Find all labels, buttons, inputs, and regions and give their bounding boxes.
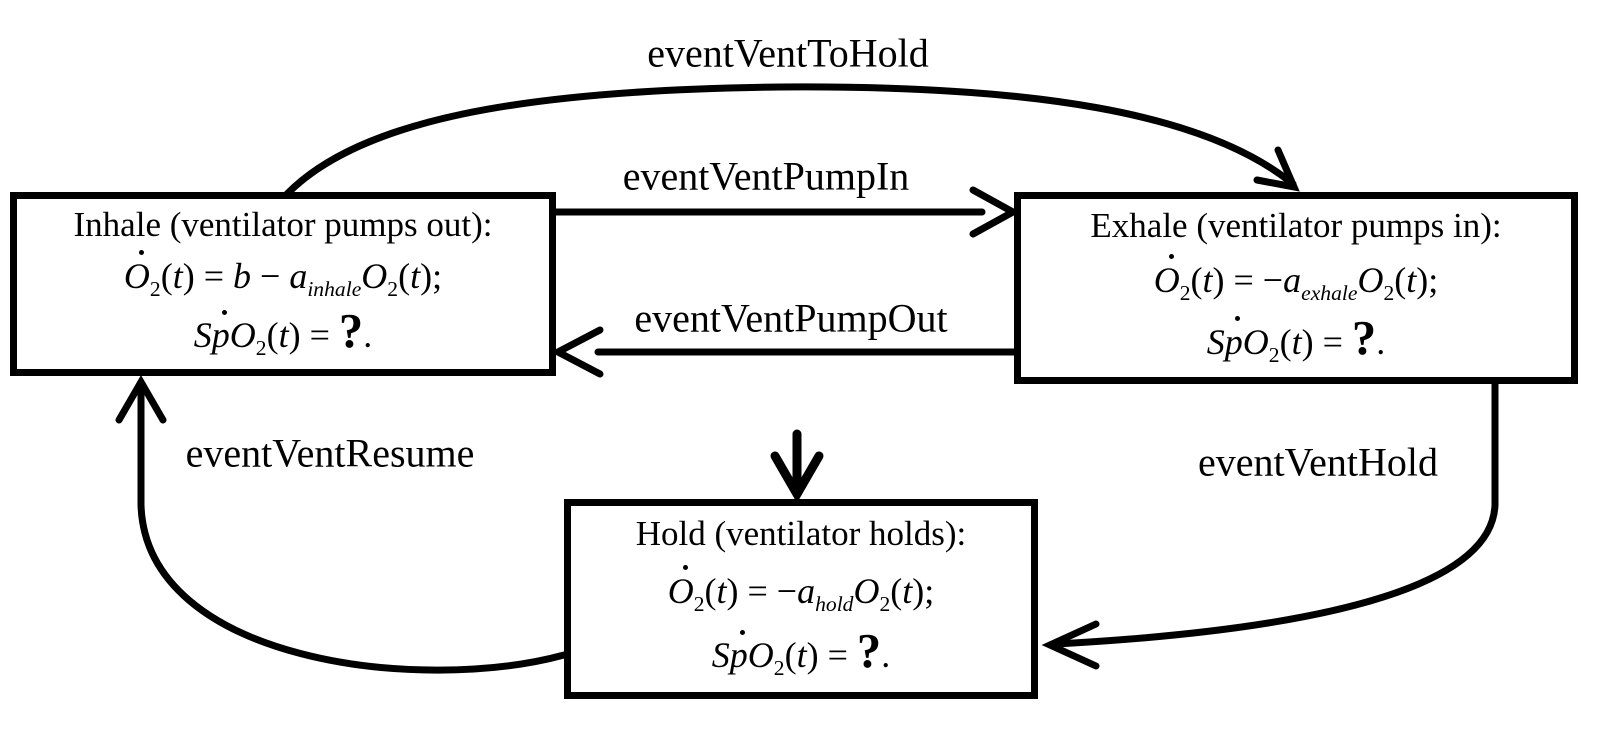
state-hold-eq1: O2(t) = −aholdO2(t); (667, 564, 935, 616)
state-exhale-title: Exhale (ventilator pumps in): (1090, 206, 1502, 246)
state-inhale-eq2: SpO2(t) = ?. (193, 304, 373, 361)
edge-event-vent-resume (137, 384, 568, 674)
state-hold-eq2: SpO2(t) = ?. (711, 624, 891, 681)
edge-event-vent-pump-in-arrowhead (969, 186, 1021, 238)
state-hold-title: Hold (ventilator holds): (635, 514, 967, 554)
transition-label-event-vent-resume: eventVentResume (185, 430, 475, 476)
transition-label-event-vent-to-hold: eventVentToHold (647, 30, 929, 76)
edge-event-vent-to-hold-arrowhead (1253, 146, 1300, 192)
edge-event-vent-hold (1052, 380, 1499, 648)
edge-event-vent-hold-arrowhead (1041, 620, 1100, 670)
state-exhale-eq1: O2(t) = −aexhaleO2(t); (1153, 253, 1439, 305)
state-exhale-eq2: SpO2(t) = ?. (1206, 310, 1386, 367)
edge-event-vent-resume-arrowhead (115, 375, 167, 424)
state-inhale-eq1: O2(t) = b − ainhaleO2(t); (123, 249, 443, 301)
transition-label-event-vent-pump-in: eventVentPumpIn (622, 153, 910, 199)
edge-event-vent-to-hold (283, 83, 1297, 198)
edge-event-vent-pump-out-arrowhead (550, 326, 604, 378)
state-box-inhale: Inhale (ventilator pumps out): O2(t) = b… (10, 192, 556, 376)
state-inhale-title: Inhale (ventilator pumps out): (73, 204, 493, 244)
state-box-hold: Hold (ventilator holds): O2(t) = −aholdO… (564, 499, 1038, 699)
transition-label-event-vent-pump-out: eventVentPumpOut (634, 295, 948, 341)
transition-label-event-vent-hold: eventVentHold (1198, 439, 1438, 485)
state-box-exhale: Exhale (ventilator pumps in): O2(t) = −a… (1014, 192, 1578, 384)
initial-state-arrowhead (770, 451, 824, 503)
